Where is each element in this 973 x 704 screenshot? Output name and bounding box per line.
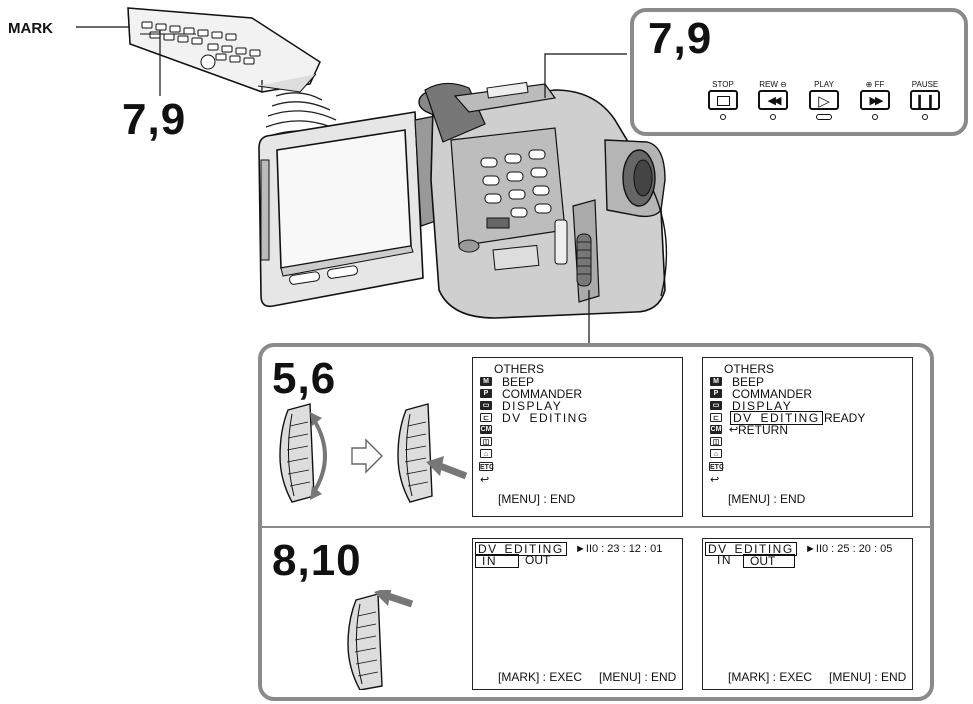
- menu-item-return: RETURN: [738, 423, 788, 437]
- timecode-readout: ►II0 : 23 : 12 : 01: [575, 543, 663, 555]
- panel-divider: [262, 526, 930, 528]
- dv-editing-title: DV EDITING: [475, 542, 567, 556]
- rew-led: [770, 114, 776, 120]
- dv-editing-screen-out: DV EDITING ►II0 : 25 : 20 : 05 IN OUT [M…: [702, 538, 913, 690]
- pause-button-label: PAUSE: [911, 80, 939, 89]
- step-label-transport: 7,9: [648, 14, 713, 63]
- ff-button-label: ⊕ FF: [865, 80, 885, 89]
- menu-item-display: DISPLAY: [732, 399, 793, 413]
- cassette-menu-icon: CM: [710, 425, 722, 434]
- tape-menu-icon: ◫: [710, 437, 722, 446]
- step-label-remote: 7,9: [122, 95, 187, 144]
- hollow-arrow-icon: [351, 438, 383, 474]
- play-button-label: PLAY: [814, 80, 834, 89]
- dv-editing-screen-in: DV EDITING ►II0 : 23 : 12 : 01 IN OUT [M…: [472, 538, 683, 690]
- camera-menu-icon: M: [710, 377, 722, 386]
- menu-end-hint: [MENU] : END: [599, 670, 677, 684]
- memory-menu-icon: ⊏: [710, 413, 722, 422]
- menu-item-commander: COMMANDER: [502, 387, 582, 401]
- dial-turn-illustration: [279, 403, 468, 503]
- lcd-screen: [276, 129, 412, 269]
- playback-menu-icon: P: [480, 389, 492, 398]
- camcorder-illustration: [258, 53, 668, 345]
- menu-item-dv-editing-selected: DV EDITING: [730, 411, 823, 425]
- play-icon: ▷: [818, 93, 830, 110]
- menu-footer: [MENU] : END: [728, 492, 806, 506]
- setup-menu-icon: ⌂: [480, 449, 492, 458]
- remote-control-illustration: [76, 7, 340, 143]
- menu-item-beep: BEEP: [502, 375, 535, 389]
- rew-button[interactable]: ◀◀: [758, 90, 788, 110]
- in-point-selected: IN: [475, 554, 519, 568]
- return-small-icon: ↩: [729, 424, 739, 436]
- step-label-8-10: 8,10: [272, 536, 362, 585]
- stop-led: [720, 114, 726, 120]
- out-point: OUT: [525, 553, 551, 567]
- menu-screen-others-ready: OTHERS M BEEP P COMMANDER ▭ DISPLAY ⊏ DV…: [702, 357, 913, 517]
- memory-menu-icon: ⊏: [480, 413, 492, 422]
- dial-press-illustration: [347, 590, 414, 690]
- step-label-5-6: 5,6: [272, 354, 337, 403]
- pause-button[interactable]: ❙❙: [910, 90, 940, 110]
- stop-icon: [717, 96, 730, 106]
- playback-menu-icon: P: [710, 389, 722, 398]
- transport-panel: [630, 8, 968, 136]
- tape-menu-icon: ◫: [480, 437, 492, 446]
- menu-item-commander: COMMANDER: [732, 387, 812, 401]
- menu-item-beep: BEEP: [732, 375, 765, 389]
- pause-icon: ❙❙: [914, 93, 936, 108]
- camera-menu-icon: M: [480, 377, 492, 386]
- out-point-selected: OUT: [743, 554, 795, 568]
- dv-editing-ready-value: READY: [824, 411, 866, 425]
- in-point: IN: [717, 553, 732, 567]
- etc-menu-icon: ETC: [709, 462, 724, 471]
- dv-editing-title: DV EDITING: [705, 542, 797, 556]
- mark-exec-hint: [MARK] : EXEC: [728, 670, 813, 684]
- etc-menu-icon: ETC: [479, 462, 494, 471]
- timecode-readout: ►II0 : 25 : 20 : 05: [805, 543, 893, 555]
- transport-leader-line: [544, 53, 627, 98]
- return-icon: ↩: [480, 474, 490, 486]
- ff-led: [872, 114, 878, 120]
- lcd-menu-icon: ▭: [480, 401, 492, 410]
- rew-button-label: REW ⊖: [759, 80, 787, 89]
- fast-forward-icon: ▶▶: [869, 95, 884, 107]
- menu-title: OTHERS: [494, 362, 545, 376]
- return-icon: ↩: [710, 474, 720, 486]
- play-led: [816, 114, 832, 120]
- mark-exec-hint: [MARK] : EXEC: [498, 670, 583, 684]
- lcd-menu-icon: ▭: [710, 401, 722, 410]
- stop-button[interactable]: [708, 90, 738, 110]
- menu-end-hint: [MENU] : END: [829, 670, 907, 684]
- cassette-menu-icon: CM: [480, 425, 492, 434]
- play-button[interactable]: ▷: [809, 90, 839, 110]
- menu-screen-others: OTHERS M BEEP P COMMANDER ▭ DISPLAY ⊏ DV…: [472, 357, 683, 517]
- menu-footer: [MENU] : END: [498, 492, 576, 506]
- stop-button-label: STOP: [712, 80, 734, 89]
- setup-menu-icon: ⌂: [710, 449, 722, 458]
- menu-item-dv-editing: DV EDITING: [502, 411, 589, 425]
- ff-button[interactable]: ▶▶: [860, 90, 890, 110]
- menu-title: OTHERS: [724, 362, 775, 376]
- rewind-icon: ◀◀: [767, 95, 782, 107]
- menu-item-display: DISPLAY: [502, 399, 563, 413]
- mark-label: MARK: [8, 20, 53, 37]
- pause-led: [922, 114, 928, 120]
